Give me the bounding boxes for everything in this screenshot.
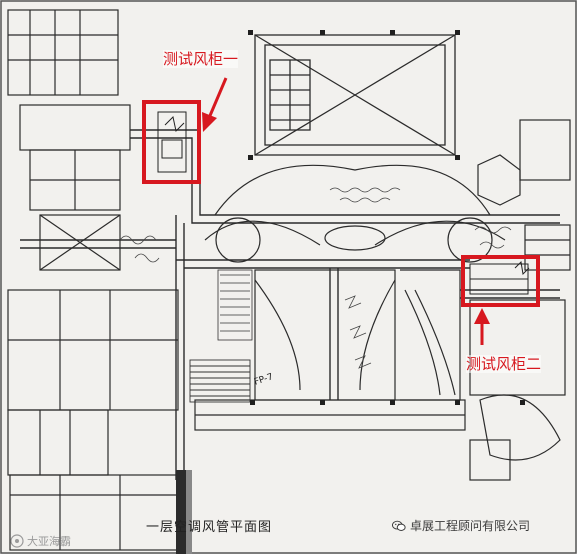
label-fan-coil-1: 测试风柜一 bbox=[163, 50, 239, 68]
logo-icon bbox=[10, 534, 24, 548]
structural-wall bbox=[176, 470, 186, 554]
handwritten-notes bbox=[119, 187, 512, 369]
fan-coil-1-symbol bbox=[157, 111, 187, 173]
left-stair-hatching bbox=[217, 269, 253, 341]
arrow-fan-coil-1 bbox=[202, 77, 228, 132]
watermark-right: 卓展工程顾问有限公司 bbox=[392, 517, 530, 534]
right-wing-rooms bbox=[469, 119, 571, 481]
wechat-icon bbox=[392, 520, 406, 531]
highlight-box-fan-coil-1 bbox=[142, 100, 201, 184]
fan-coil-2-symbol bbox=[469, 260, 530, 295]
highlight-box-fan-coil-2 bbox=[461, 255, 540, 307]
left-wing-rooms bbox=[7, 9, 179, 476]
entrance-plaza bbox=[204, 164, 506, 263]
watermark-left: 大亚海霸 bbox=[10, 533, 71, 549]
watermark-left-text: 大亚海霸 bbox=[27, 535, 71, 548]
drawing-title: 一层空调风管平面图 bbox=[146, 520, 273, 535]
main-hall bbox=[194, 269, 466, 431]
arrow-fan-coil-2 bbox=[474, 308, 490, 345]
central-atrium bbox=[254, 34, 456, 156]
structural-wall-shadow bbox=[186, 470, 192, 554]
column-markers bbox=[248, 30, 525, 405]
center-stair bbox=[189, 359, 251, 403]
watermark-right-text: 卓展工程顾问有限公司 bbox=[410, 519, 531, 533]
label-fan-coil-2: 测试风柜二 bbox=[466, 355, 542, 373]
